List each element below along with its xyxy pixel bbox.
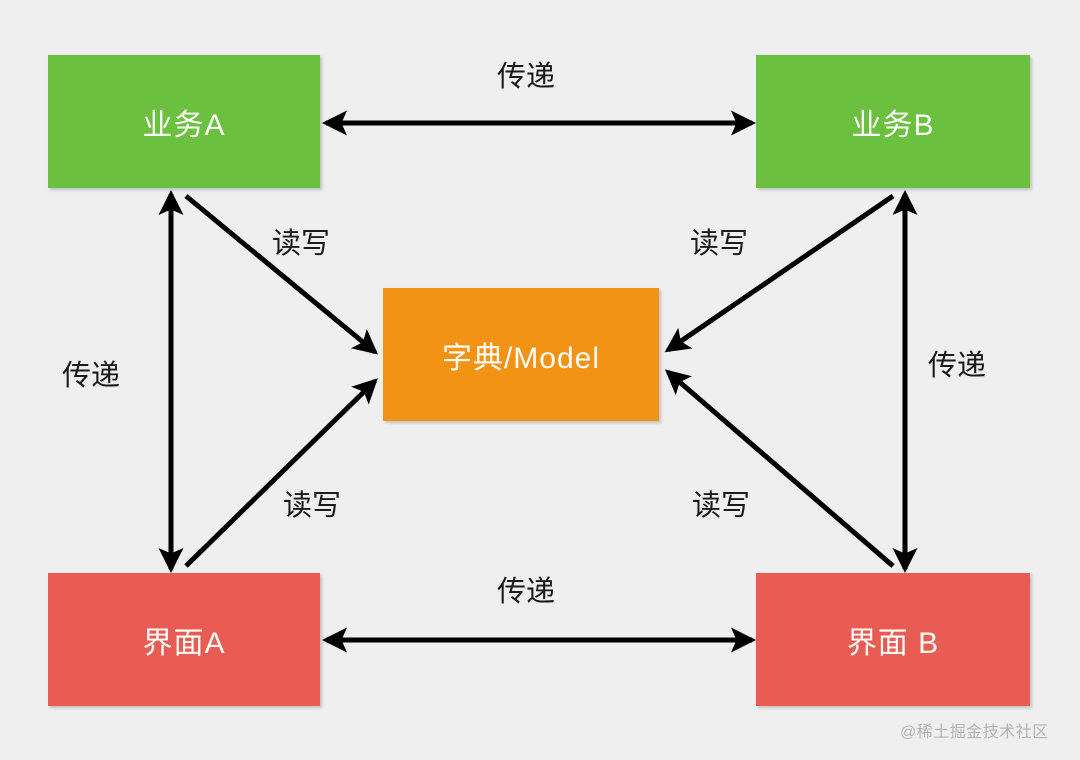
node-service-b-label: 业务B [851, 108, 935, 142]
node-ui-a-label: 界面A [142, 626, 226, 660]
edge-ui-a-model [184, 378, 378, 568]
edge-label-ui-a-ui-b: 传递 [497, 576, 556, 608]
edge-label-ui-a-model: 读写 [283, 490, 342, 522]
edge-label-ui-b-model: 读写 [692, 490, 751, 522]
edge-service-a-model [184, 194, 379, 355]
node-ui-b-label: 界面 B [846, 626, 940, 660]
node-model[interactable]: 字典/Model [383, 288, 659, 421]
node-service-b[interactable]: 业务B [756, 55, 1030, 188]
node-service-a[interactable]: 业务A [48, 55, 320, 188]
edge-label-service-b-model: 读写 [690, 228, 749, 260]
node-ui-a[interactable]: 界面A [48, 573, 320, 706]
edge-label-service-a-model: 读写 [272, 228, 331, 260]
node-service-a-label: 业务A [142, 108, 226, 142]
edge-service-b-model [664, 193, 895, 353]
edge-label-service-b-ui-b: 传递 [928, 350, 987, 382]
edge-label-service-a-ui-a: 传递 [62, 360, 121, 392]
node-model-label: 字典/Model [441, 341, 601, 375]
edge-label-service-a-service-b: 传递 [497, 61, 556, 93]
edge-ui-b-model [664, 369, 895, 568]
node-ui-b[interactable]: 界面 B [756, 573, 1030, 706]
watermark: @稀土掘金技术社区 [900, 724, 1049, 741]
